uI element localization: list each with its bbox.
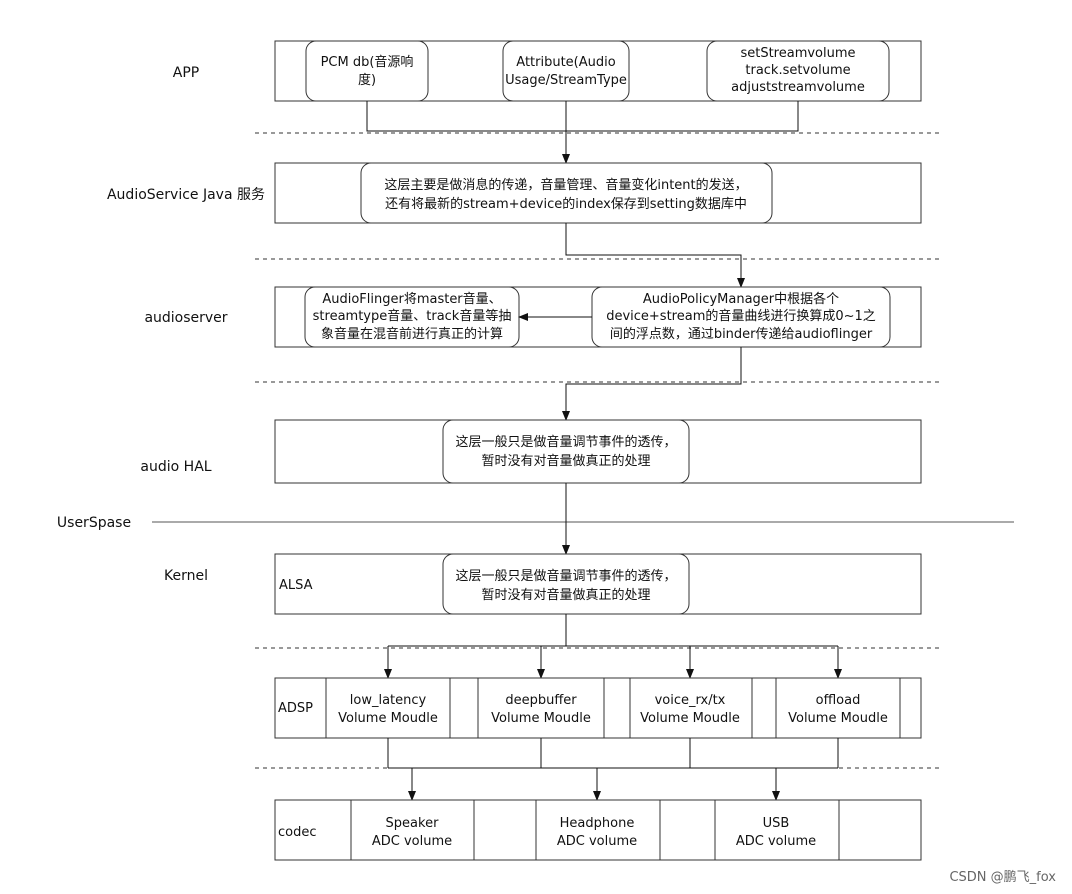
codec-usb-name: USB <box>763 816 790 831</box>
kernel-to-adsp-arrows <box>384 614 842 679</box>
pcm-db-box <box>305 40 429 102</box>
codec-label: codec <box>278 825 317 840</box>
adsp-module-2-name: deepbuffer <box>505 693 577 708</box>
codec-headphone-sub: ADC volume <box>557 834 637 849</box>
attribute-box <box>502 40 630 102</box>
codec-headphone-name: Headphone <box>560 816 635 831</box>
layer-label-audioserver: audioserver <box>144 310 227 326</box>
audioflinger-line-3: 象音量在混音前进行真正的计算 <box>321 326 503 342</box>
alsa-label: ALSA <box>279 578 313 593</box>
pcm-db-line-1: PCM db(音源响 <box>321 54 414 70</box>
adsp-module-1-sub: Volume Moudle <box>338 711 438 726</box>
apm-line-2: device+stream的音量曲线进行换算成0~1之 <box>606 308 876 324</box>
audioserver-layer-box <box>274 286 922 348</box>
adsp-module-1-name: low_latency <box>350 693 427 708</box>
hal-description-box <box>442 419 690 484</box>
codec-speaker-name: Speaker <box>386 816 440 831</box>
adsp-module-3-sub: Volume Moudle <box>640 711 740 726</box>
set-volume-line-2: track.setvolume <box>745 63 850 78</box>
layer-label-audio-hal: audio HAL <box>140 459 211 475</box>
layer-label-audioservice: AudioService Java 服务 <box>107 187 265 203</box>
audioservice-desc-line-2: 还有将最新的stream+device的index保存到setting数据库中 <box>385 196 747 212</box>
adsp-module-4-sub: Volume Moudle <box>788 711 888 726</box>
hal-desc-line-2: 暂时没有对音量做真正的处理 <box>481 453 650 469</box>
audioservice-to-apm-arrow <box>565 223 745 288</box>
pcm-db-line-2: 度) <box>358 72 376 88</box>
layer-label-userspace: UserSpase <box>57 515 131 531</box>
audioflinger-line-2: streamtype音量、track音量等抽 <box>313 308 512 324</box>
csdn-watermark: CSDN @鹏飞_fox <box>949 870 1056 885</box>
adsp-module-4-name: offload <box>816 693 861 708</box>
adsp-module-3-name: voice_rx/tx <box>655 693 726 708</box>
attribute-line-2: Usage/StreamType <box>505 73 627 88</box>
kernel-desc-line-1: 这层一般只是做音量调节事件的透传， <box>455 568 676 584</box>
layer-label-app: APP <box>173 65 199 81</box>
kernel-desc-line-2: 暂时没有对音量做真正的处理 <box>481 587 650 603</box>
set-volume-line-1: setStreamvolume <box>740 46 855 61</box>
audioserver-to-hal-arrow <box>562 347 742 421</box>
audioservice-desc-line-1: 这层主要是做消息的传递，音量管理、音量变化intent的发送， <box>384 177 747 193</box>
codec-speaker-sub: ADC volume <box>372 834 452 849</box>
attribute-line-1: Attribute(Audio <box>516 55 615 70</box>
audioflinger-line-1: AudioFlinger将master音量、 <box>322 291 501 307</box>
hal-desc-line-1: 这层一般只是做音量调节事件的透传， <box>455 434 676 450</box>
codec-module-boxes <box>350 799 840 861</box>
layer-label-kernel: Kernel <box>164 568 208 584</box>
apm-line-3: 间的浮点数，通过binder传递给audioflinger <box>610 326 873 342</box>
app-connectors <box>366 101 799 164</box>
kernel-description-box <box>442 553 690 615</box>
audioservice-description-box <box>360 162 773 224</box>
set-volume-line-3: adjuststreamvolume <box>731 80 865 95</box>
adsp-label: ADSP <box>278 701 313 716</box>
apm-line-1: AudioPolicyManager中根据各个 <box>643 291 839 307</box>
adsp-to-codec-arrows <box>387 738 839 801</box>
adsp-module-2-sub: Volume Moudle <box>491 711 591 726</box>
adsp-module-boxes <box>325 677 901 739</box>
codec-usb-sub: ADC volume <box>736 834 816 849</box>
